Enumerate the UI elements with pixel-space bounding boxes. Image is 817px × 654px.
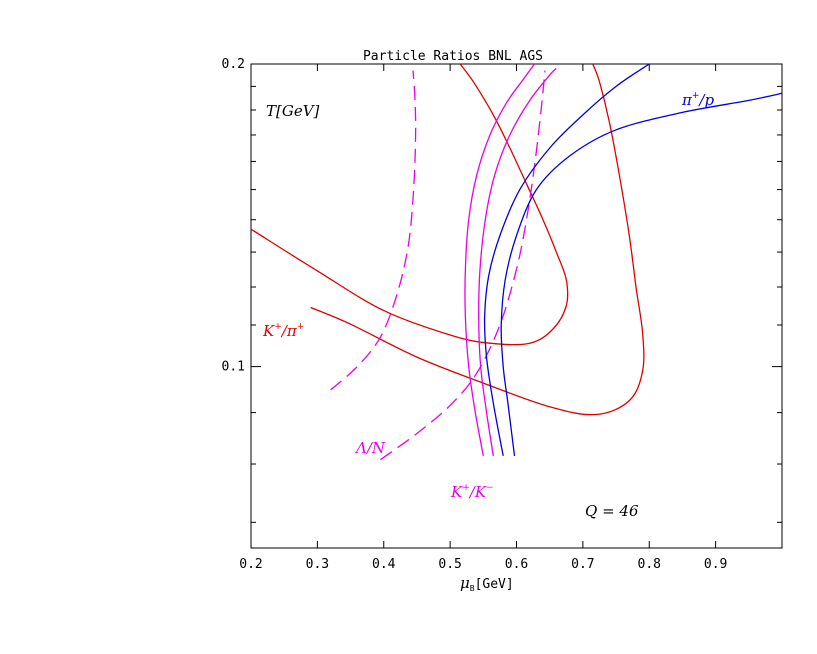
curves [250,63,783,461]
pip-label-base: π [681,91,693,109]
x-tick-label: 0.4 [372,557,396,572]
kk-label-sup1: + [462,483,470,493]
kpi-label-sup2: + [297,322,305,332]
pip-label: π+/p [681,91,714,109]
kk-curve-2 [478,67,557,456]
q-annotation: Q = 46 [585,502,639,520]
x-tick-label: 0.3 [306,557,329,572]
x-tick-label: 0.2 [239,557,262,572]
kk-label-mid: /K [468,483,487,501]
plot-frame [250,63,783,549]
kpi-curve-2 [310,63,645,416]
pip-curve-2 [500,92,783,456]
kk-label-sup2: − [486,483,494,493]
y-tick-label: 0.2 [222,57,245,72]
kpi-label: K+/π+ [262,322,304,340]
x-tick-label: 0.5 [438,557,461,572]
lambda-label: Λ/N [354,439,386,457]
y-tick-label: 0.1 [222,360,245,375]
x-axis-label-sub: B [470,584,475,593]
pip-curve-1 [483,63,650,457]
kpi-label-mid: /π [280,322,298,340]
x-tick-label: 0.8 [638,557,661,572]
kpi-label-sup1: + [274,322,282,332]
chart-title: Particle Ratios BNL AGS [363,49,543,64]
lambda-curve-2 [380,70,546,461]
kpi-curve-1 [250,63,569,346]
kk-label-base: K [450,483,463,501]
x-tick-label: 0.9 [704,557,727,572]
kk-label: K+/K− [450,483,494,501]
pip-label-mid: /p [697,91,714,109]
x-tick-label: 0.6 [505,557,528,572]
x-axis: 0.2 0.3 0.4 0.5 0.6 0.7 0.8 0.9 [239,64,727,572]
x-axis-label-unit: [GeV] [475,577,514,592]
kk-curve-1 [464,63,535,457]
x-tick-label: 0.7 [571,557,594,572]
kpi-label-base: K [262,322,275,340]
lambda-curve-1 [330,70,417,391]
x-axis-label: μB[GeV] [460,574,514,593]
y-axis-label: T[GeV] [266,102,320,120]
x-axis-label-mu: μ [460,574,470,592]
pip-label-sup1: + [692,91,700,101]
y-axis: 0.1 0.2 [222,57,782,523]
